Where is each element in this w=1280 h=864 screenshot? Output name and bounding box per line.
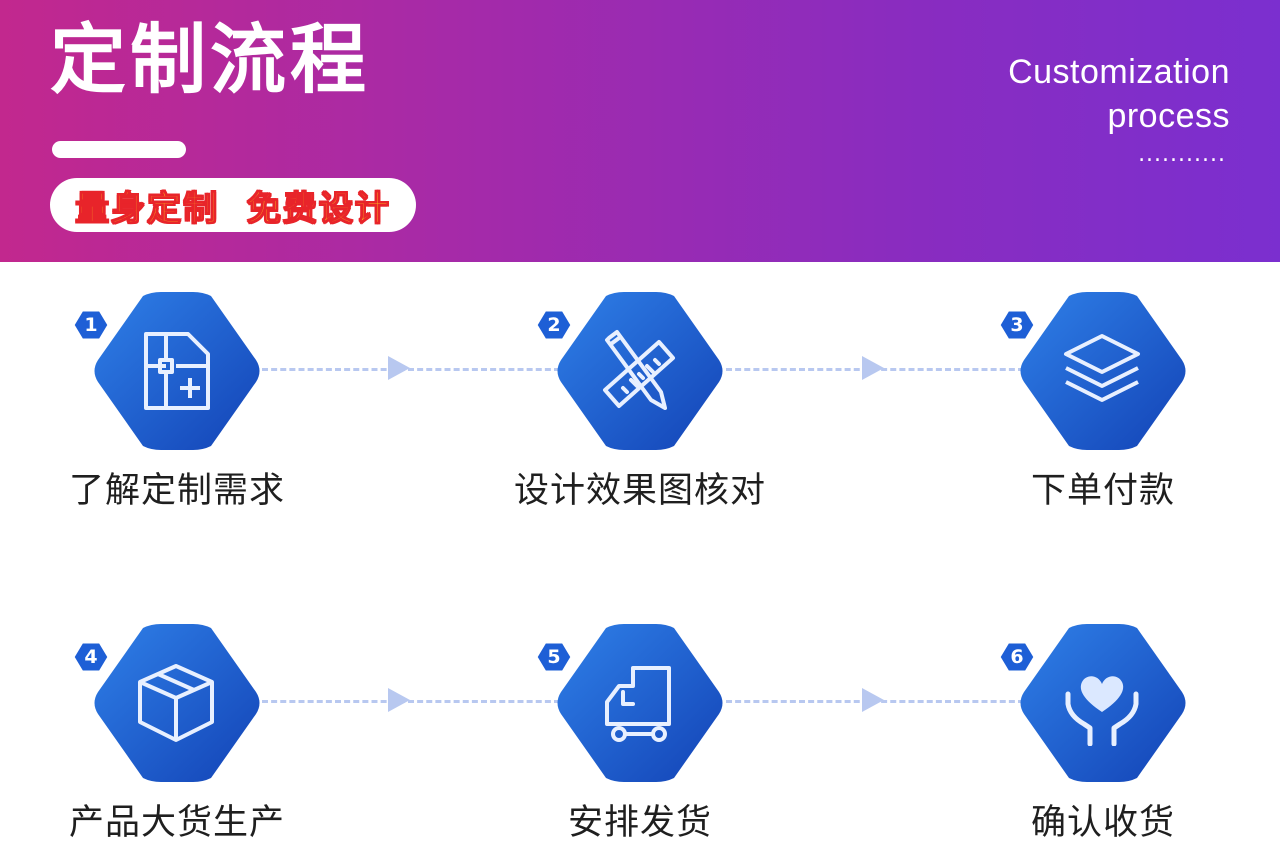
step-label: 下单付款 — [1030, 471, 1175, 511]
step-number-badge — [998, 640, 1036, 674]
step-2: 2 设计效果图核对 — [514, 292, 765, 532]
arrow-4-5 — [388, 688, 410, 712]
blueprint-icon — [144, 332, 210, 410]
step-3: 3 下单付款 — [988, 292, 1218, 532]
english-title: Customization process — [1008, 50, 1230, 138]
delivery-truck-icon — [605, 666, 671, 742]
hexagon-bg — [557, 624, 723, 782]
slogan-badge: 量身定制 免费设计 — [50, 178, 416, 232]
step-label: 了解定制需求 — [68, 471, 285, 511]
step-label: 产品大货生产 — [68, 803, 285, 843]
slogan-text: 量身定制 免费设计 — [75, 188, 391, 229]
step-number: 5 — [547, 646, 561, 668]
package-box-icon — [138, 664, 214, 742]
connector-4-5 — [262, 700, 560, 703]
arrow-2-3 — [862, 356, 884, 380]
step-number-badge — [535, 308, 573, 342]
step-label: 安排发货 — [567, 803, 712, 843]
english-title-line1: Customization — [1008, 53, 1230, 91]
hexagon-bg — [557, 292, 723, 450]
page-title: 定制流程 — [50, 15, 370, 104]
step-number: 6 — [1010, 646, 1024, 668]
step-number-badge — [72, 308, 110, 342]
arrow-5-6 — [862, 688, 884, 712]
hexagon-bg — [94, 292, 260, 450]
step-number: 1 — [84, 314, 98, 336]
step-6: 6 确认收货 — [988, 624, 1218, 864]
header-banner: 定制流程 量身定制 免费设计 Customization process ...… — [0, 0, 1280, 262]
pencil-ruler-icon — [603, 330, 675, 410]
step-number: 3 — [1010, 314, 1024, 336]
step-number-badge — [998, 308, 1036, 342]
arrow-1-2 — [388, 356, 410, 380]
heart-hands-icon — [1065, 676, 1139, 746]
step-number-badge — [535, 640, 573, 674]
english-title-dots: ........... — [1138, 142, 1226, 167]
step-label: 设计效果图核对 — [513, 471, 766, 511]
step-number-badge — [72, 640, 110, 674]
step-1: 1 了解定制需求 — [62, 292, 292, 532]
title-underline — [52, 141, 186, 158]
step-number: 2 — [547, 314, 561, 336]
layers-icon — [1064, 334, 1140, 402]
step-5: 5 安排发货 — [525, 624, 755, 864]
step-number: 4 — [84, 646, 98, 668]
english-title-line2: process — [1107, 97, 1230, 135]
connector-1-2 — [262, 368, 560, 371]
step-4: 4 产品大货生产 — [62, 624, 292, 864]
step-label: 确认收货 — [1030, 803, 1175, 843]
